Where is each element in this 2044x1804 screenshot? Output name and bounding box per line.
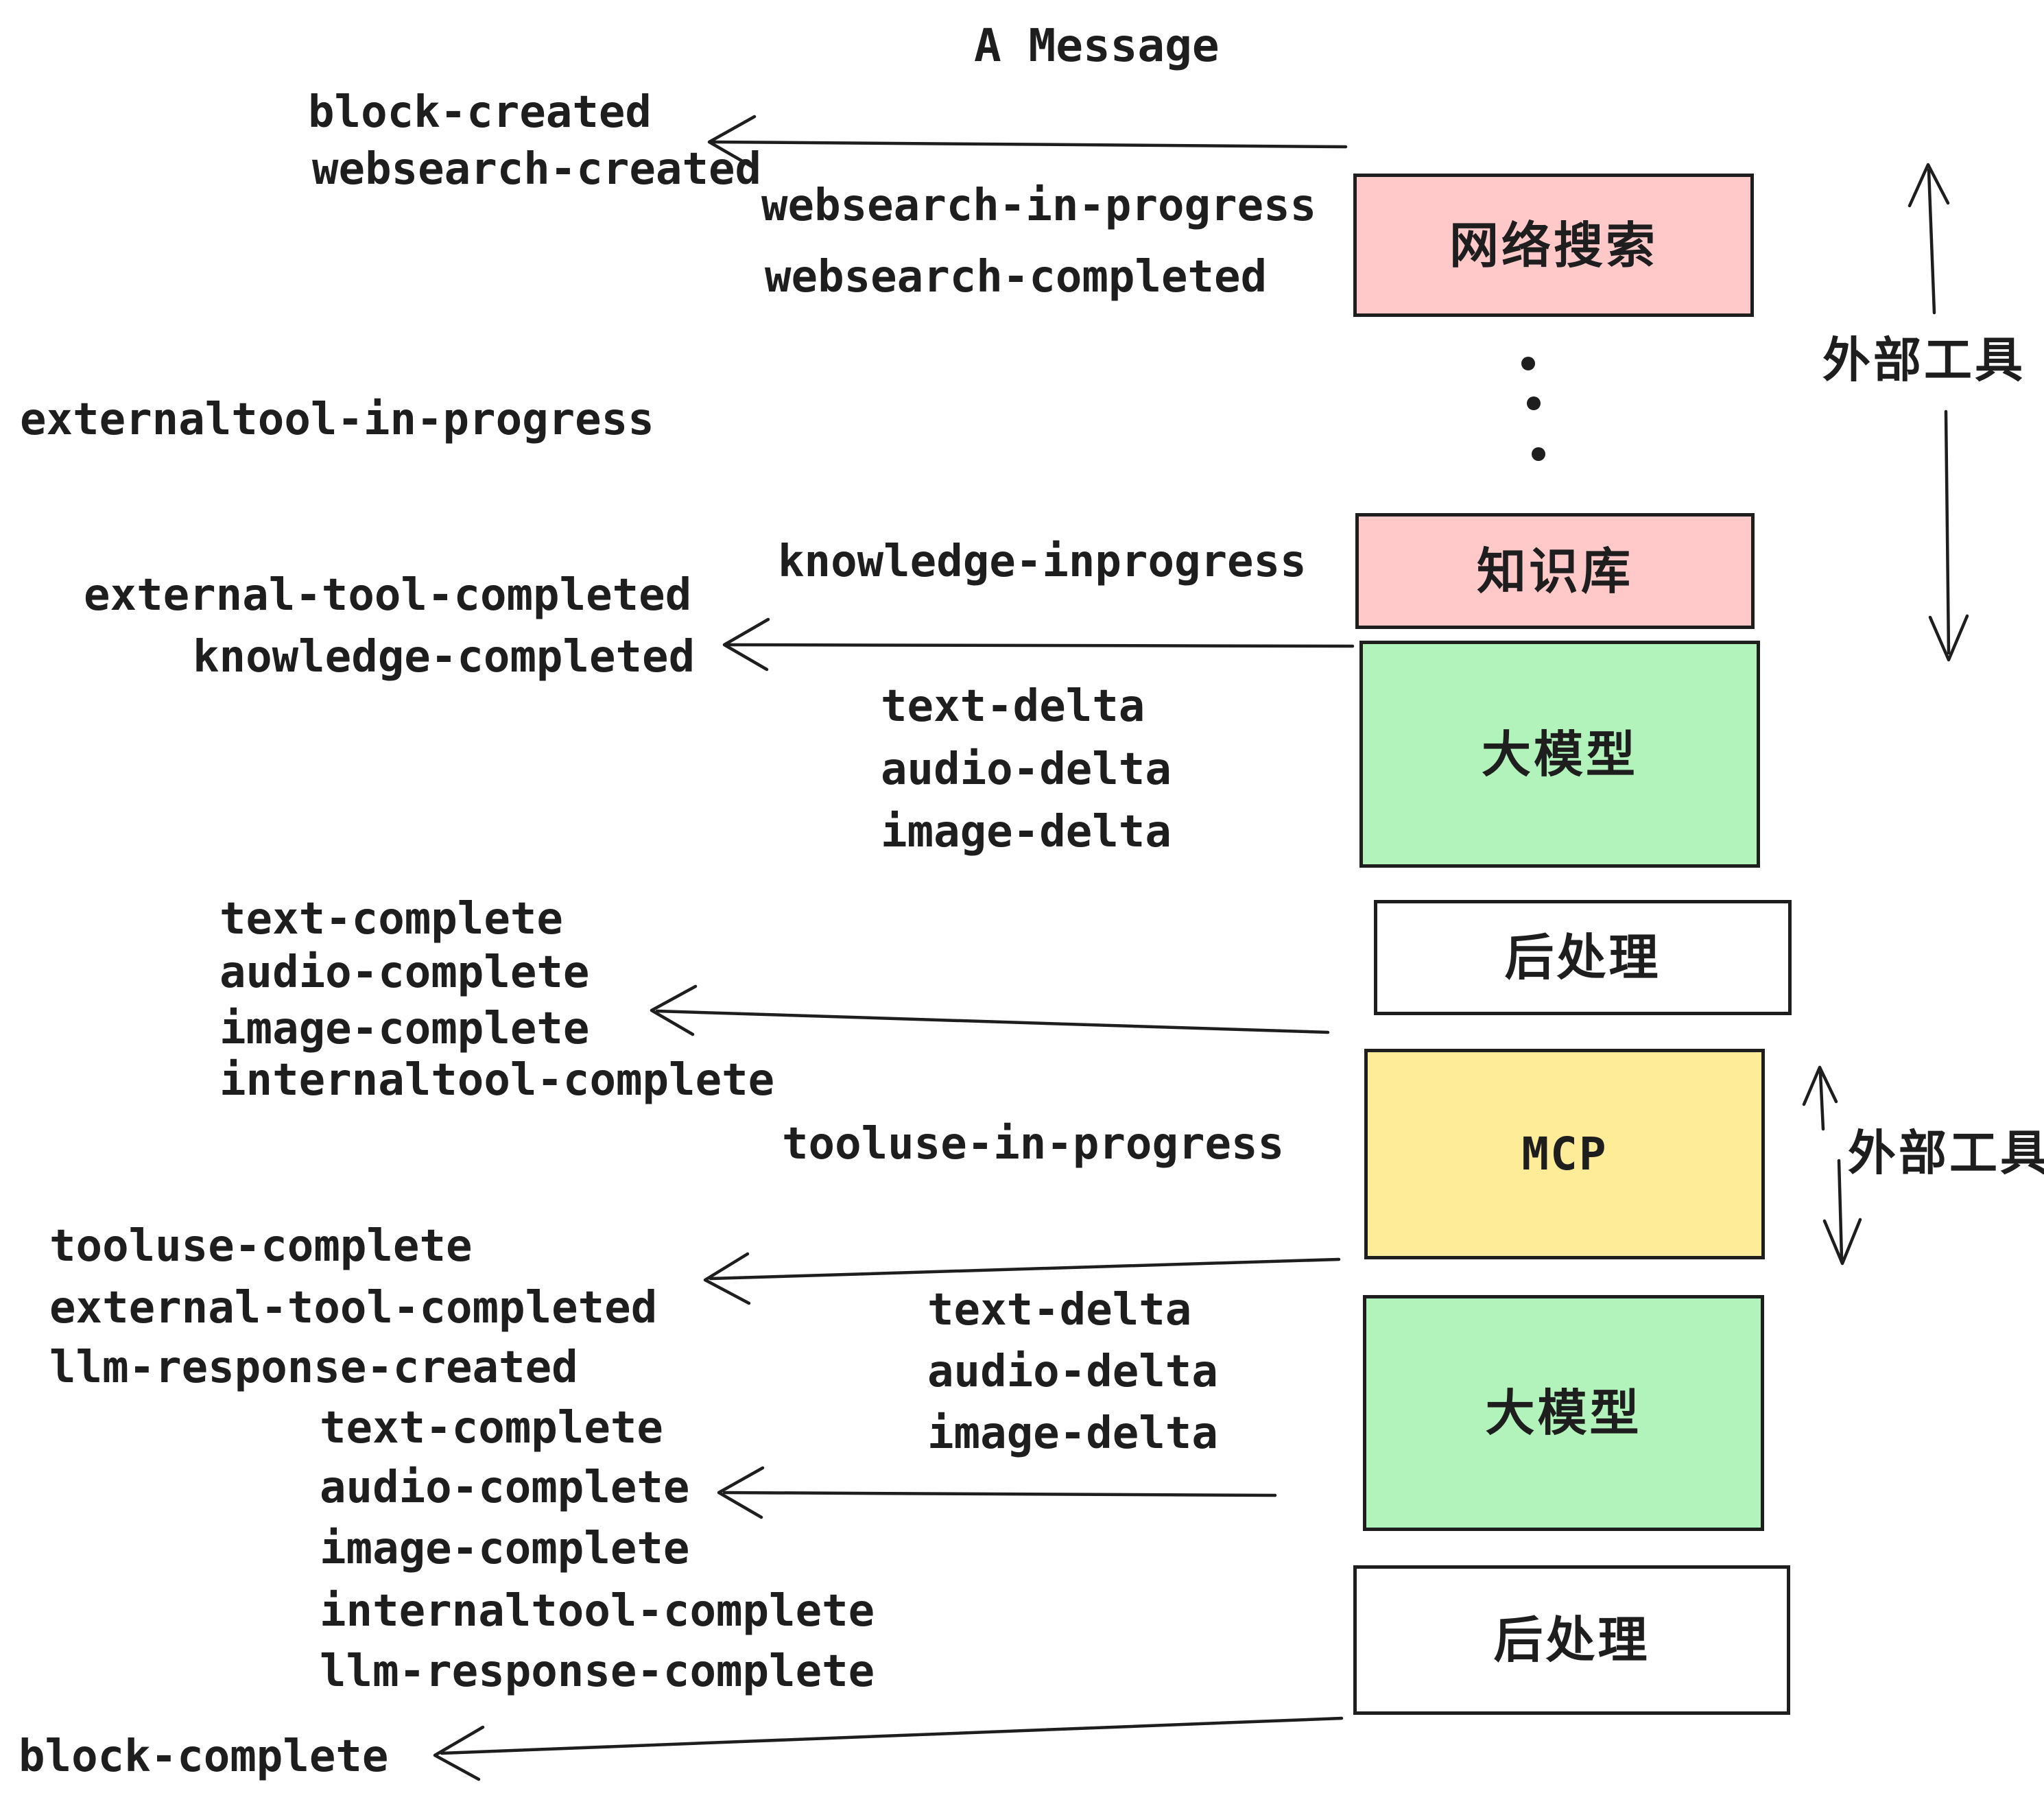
ellipsis-dot (1532, 447, 1545, 461)
event-label-llm-response-created: llm-response-created (49, 1342, 578, 1393)
box-knowledge-label: 知识库 (1476, 542, 1633, 600)
box-mcp: MCP (1364, 1049, 1765, 1259)
ellipsis-dot (1527, 396, 1541, 410)
event-label-llm-response-complete: llm-response-complete (320, 1646, 875, 1697)
arrow-mcp-external-tools-up-icon (1802, 1065, 1838, 1131)
diagram-title: A Message (974, 19, 1220, 72)
event-label-image-complete-1: image-complete (219, 1004, 590, 1054)
arrow-llm1-to-knowledge-completed-icon (722, 617, 1355, 672)
box-llm-1: 大模型 (1359, 641, 1760, 868)
box-postprocess-1: 后处理 (1374, 900, 1792, 1015)
arrow-llm2-to-audio-complete-icon (717, 1466, 1277, 1519)
box-postprocess-2-label: 后处理 (1493, 1611, 1650, 1669)
event-label-tooluse-complete: tooluse-complete (49, 1221, 473, 1272)
vertical-ellipsis (1521, 357, 1545, 461)
box-knowledge: 知识库 (1355, 513, 1755, 629)
box-llm-2: 大模型 (1363, 1295, 1764, 1531)
annotation-external-tools-mcp: 外部工具 (1848, 1125, 2044, 1181)
event-label-image-complete-2: image-complete (320, 1523, 690, 1574)
event-label-knowledge-inprogress: knowledge-inprogress (778, 536, 1307, 587)
event-label-websearch-completed: websearch-completed (765, 252, 1268, 302)
event-label-audio-complete-2: audio-complete (320, 1462, 690, 1513)
event-label-websearch-created: websearch-created (312, 144, 762, 195)
event-label-internaltool-complete-1: internaltool-complete (219, 1055, 775, 1106)
box-llm-2-label: 大模型 (1485, 1384, 1642, 1442)
box-postprocess-1-label: 后处理 (1504, 929, 1661, 986)
box-postprocess-2: 后处理 (1353, 1565, 1790, 1715)
event-label-internaltool-complete-2: internaltool-complete (320, 1586, 875, 1637)
event-label-text-delta-2: text-delta (927, 1285, 1192, 1336)
event-label-image-delta-1: image-delta (881, 807, 1172, 857)
event-label-external-tool-completed-2: external-tool-completed (49, 1283, 658, 1333)
event-label-audio-delta-1: audio-delta (881, 744, 1172, 795)
event-label-text-delta-1: text-delta (881, 681, 1145, 732)
event-label-externaltool-in-progress: externaltool-in-progress (20, 394, 654, 445)
arrow-websearch-to-block-created-icon (707, 115, 1348, 169)
annotation-external-tools-top: 外部工具 (1822, 332, 2025, 388)
event-label-audio-complete-1: audio-complete (219, 947, 590, 998)
event-label-block-created: block-created (308, 87, 652, 138)
arrow-external-tools-down-icon (1928, 410, 1969, 662)
box-llm-1-label: 大模型 (1481, 725, 1638, 783)
event-label-image-delta-2: image-delta (927, 1408, 1218, 1459)
ellipsis-dot (1521, 357, 1535, 370)
event-label-knowledge-completed: knowledge-completed (193, 632, 696, 683)
event-label-text-complete-1: text-complete (219, 894, 563, 945)
event-label-tooluse-in-progress: tooluse-in-progress (782, 1119, 1285, 1170)
box-mcp-label: MCP (1521, 1127, 1608, 1180)
box-websearch: 网络搜索 (1353, 174, 1754, 317)
arrow-external-tools-up-icon (1908, 163, 1950, 315)
box-websearch-label: 网络搜索 (1449, 216, 1658, 274)
event-label-websearch-in-progress: websearch-in-progress (761, 180, 1317, 231)
event-label-block-complete: block-complete (19, 1731, 389, 1782)
event-label-text-complete-2: text-complete (320, 1403, 663, 1453)
event-label-audio-delta-2: audio-delta (927, 1346, 1218, 1397)
event-label-external-tool-completed-1: external-tool-completed (84, 570, 692, 621)
arrow-postprocess2-to-block-complete-icon (433, 1716, 1344, 1781)
arrow-mcp-to-image-complete-icon (650, 984, 1330, 1036)
